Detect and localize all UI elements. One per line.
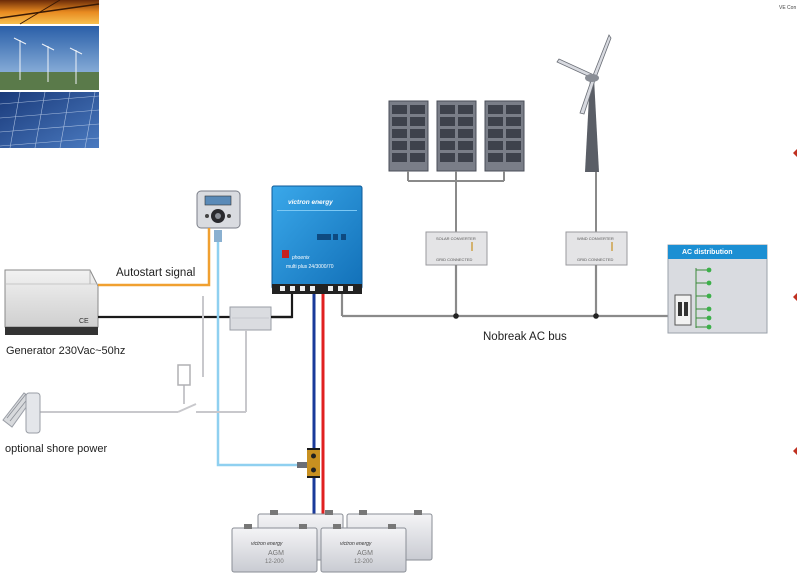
wind-turbine: [556, 34, 612, 172]
wind-converter-subtitle: GRID CONNECTED: [577, 257, 614, 262]
battery-brand: victron energy: [340, 541, 372, 547]
battery-type: AGM: [357, 550, 373, 557]
inverter-brand: victron energy: [288, 199, 333, 206]
led-indicator: [706, 267, 712, 273]
remote-control-panel: [196, 190, 241, 242]
autostart-signal-wire: [98, 228, 211, 287]
solar-converter-title: SOLAR CONVERTER: [436, 236, 476, 241]
ac-distribution-title: AC distribution: [682, 249, 733, 256]
shore-power-plug: [2, 392, 41, 434]
shore-power-label: optional shore power: [5, 443, 108, 455]
bus-junction: [453, 313, 459, 319]
led-indicator: [706, 293, 712, 299]
led-indicator: [706, 324, 712, 330]
generator-ce-mark: CE: [79, 318, 89, 325]
inverter-multiplus: [271, 185, 363, 294]
remote-signal-wire: [216, 242, 305, 467]
transfer-switch: [229, 306, 272, 331]
led-indicator: [706, 306, 712, 312]
battery-brand: victron energy: [251, 541, 283, 547]
battery-capacity: 12-200: [265, 559, 284, 565]
battery-capacity: 12-200: [354, 559, 373, 565]
battery-bank: [231, 510, 433, 573]
photo-collage: [0, 0, 100, 149]
solar-panel-array: [388, 100, 525, 172]
nobreak-bus-label: Nobreak AC bus: [483, 331, 567, 343]
generator: [4, 269, 99, 335]
battery-type: AGM: [268, 550, 284, 557]
inverter-model-line2: multi plus 24/3000/70: [286, 264, 334, 270]
margin-marks: [793, 149, 797, 455]
ac-distribution-panel: [667, 244, 768, 334]
bus-junction: [593, 313, 599, 319]
battery: [320, 524, 407, 573]
dc-busbar: [297, 448, 320, 478]
shore-power-wiring: [40, 296, 247, 413]
led-indicator: [706, 280, 712, 286]
nobreak-ac-bus: [340, 265, 668, 318]
led-indicator: [706, 315, 712, 321]
autostart-signal-label: Autostart signal: [116, 267, 196, 279]
wind-converter-title: WIND CONVERTER: [577, 236, 614, 241]
battery: [231, 524, 318, 573]
generator-label: Generator 230Vac~50hz: [6, 345, 126, 357]
inverter-model-line1: phoenix: [291, 255, 310, 261]
solar-panel: [484, 100, 525, 172]
solar-panel: [388, 100, 429, 172]
corner-label: VE Con: [779, 5, 797, 11]
solar-converter-subtitle: GRID CONNECTED: [436, 257, 473, 262]
solar-wiring: [407, 171, 505, 232]
relay-coil: [177, 364, 191, 386]
solar-panel: [436, 100, 477, 172]
